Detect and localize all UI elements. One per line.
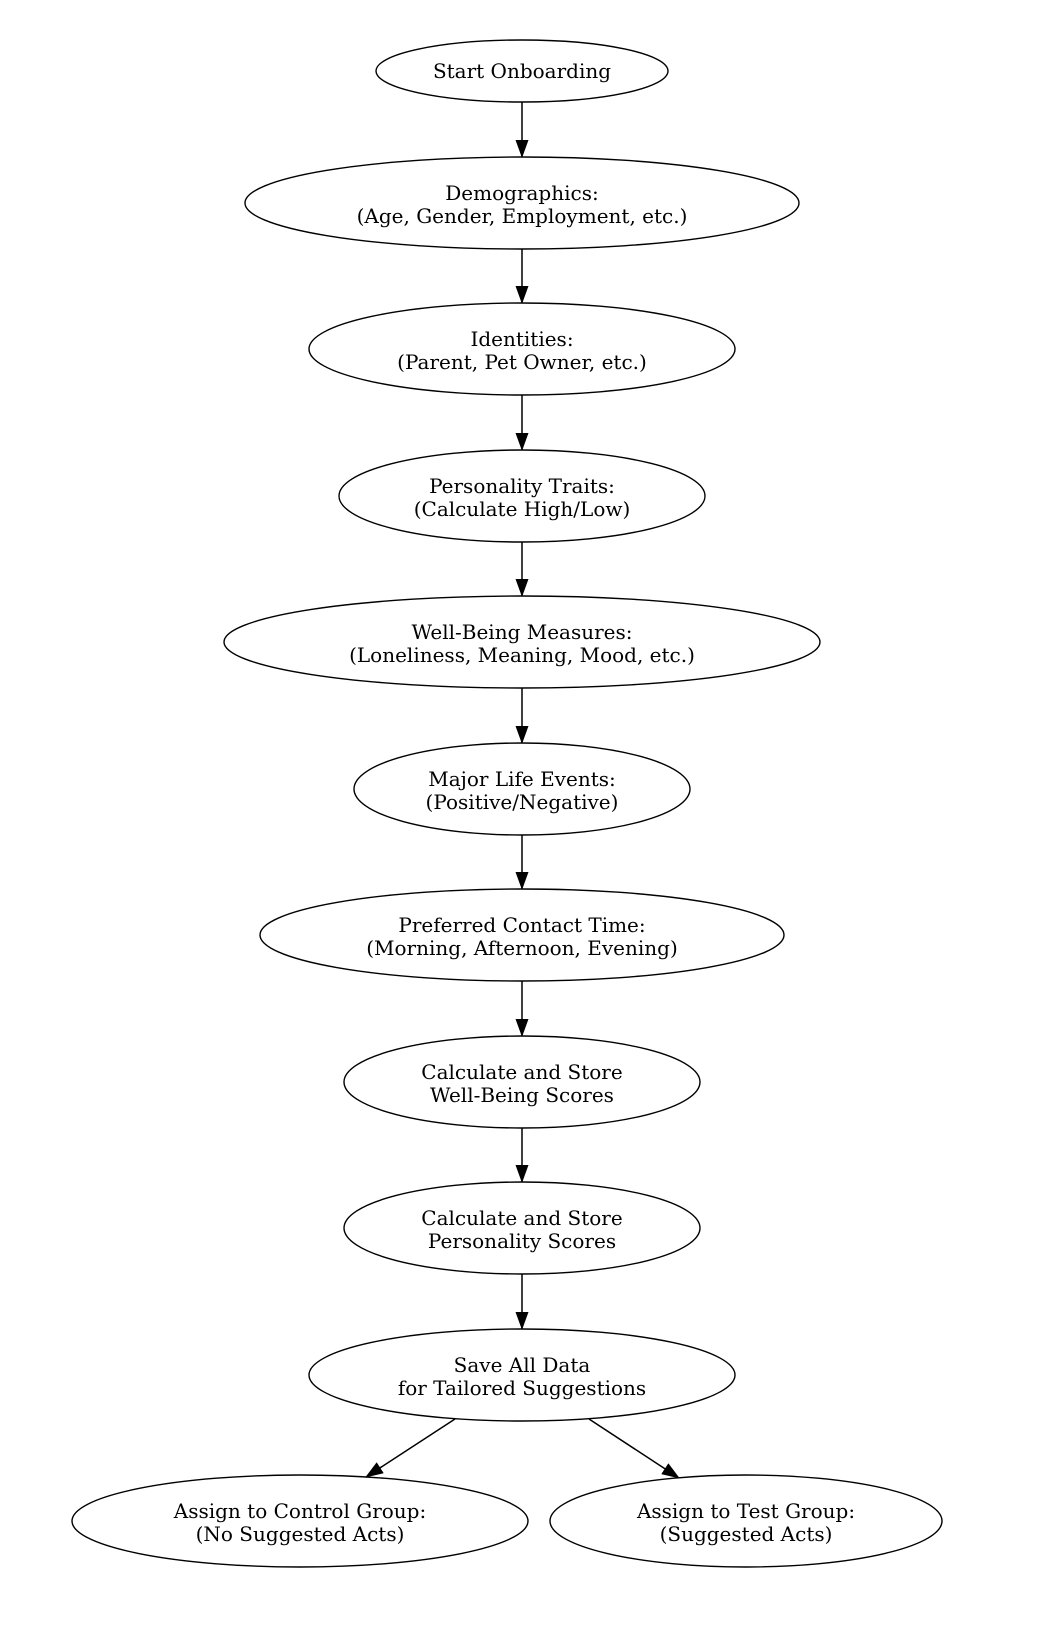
node-identities-label-line2: (Parent, Pet Owner, etc.) bbox=[397, 350, 647, 374]
node-calc-wellbeing-shape bbox=[343, 1035, 701, 1129]
node-start-shape bbox=[375, 39, 669, 103]
node-control-group: Assign to Control Group: (No Suggested A… bbox=[71, 1474, 529, 1568]
node-life-events-label-line1: Major Life Events: bbox=[428, 767, 616, 791]
node-control-group-shape bbox=[71, 1474, 529, 1568]
node-demographics-shape bbox=[244, 156, 800, 250]
node-identities-shape bbox=[308, 302, 736, 396]
node-personality: Personality Traits: (Calculate High/Low) bbox=[338, 449, 706, 543]
node-contact-time-label-line1: Preferred Contact Time: bbox=[398, 913, 645, 937]
node-wellbeing-label-line2: (Loneliness, Meaning, Mood, etc.) bbox=[349, 643, 695, 667]
node-calc-wellbeing-label-line2: Well-Being Scores bbox=[430, 1083, 614, 1107]
node-wellbeing: Well-Being Measures: (Loneliness, Meanin… bbox=[223, 595, 821, 689]
node-wellbeing-label-line1: Well-Being Measures: bbox=[411, 620, 632, 644]
node-personality-label-line2: (Calculate High/Low) bbox=[414, 497, 631, 521]
node-demographics-label-line1: Demographics: bbox=[445, 181, 598, 205]
node-calc-wellbeing: Calculate and Store Well-Being Scores bbox=[343, 1035, 701, 1129]
node-save-data-label-line2: for Tailored Suggestions bbox=[398, 1376, 646, 1400]
node-personality-shape bbox=[338, 449, 706, 543]
edge-save-data-test-group bbox=[588, 1418, 680, 1479]
node-save-data: Save All Data for Tailored Suggestions bbox=[308, 1328, 736, 1422]
node-identities-label-line1: Identities: bbox=[470, 327, 573, 351]
node-control-group-label-line1: Assign to Control Group: bbox=[173, 1499, 426, 1523]
node-demographics: Demographics: (Age, Gender, Employment, … bbox=[244, 156, 800, 250]
edge-save-data-control-group bbox=[365, 1418, 456, 1478]
node-test-group-label-line2: (Suggested Acts) bbox=[660, 1522, 833, 1546]
node-test-group-shape bbox=[549, 1474, 943, 1568]
node-identities: Identities: (Parent, Pet Owner, etc.) bbox=[308, 302, 736, 396]
node-calc-personality-label-line1: Calculate and Store bbox=[421, 1206, 622, 1230]
node-life-events-shape bbox=[353, 742, 691, 836]
node-life-events: Major Life Events: (Positive/Negative) bbox=[353, 742, 691, 836]
node-contact-time-shape bbox=[259, 888, 785, 982]
node-calc-personality-label-line2: Personality Scores bbox=[428, 1229, 616, 1253]
node-start: Start Onboarding bbox=[375, 39, 669, 103]
node-save-data-label-line1: Save All Data bbox=[454, 1353, 591, 1377]
node-test-group-label-line1: Assign to Test Group: bbox=[636, 1499, 855, 1523]
node-contact-time: Preferred Contact Time: (Morning, Aftern… bbox=[259, 888, 785, 982]
node-contact-time-label-line2: (Morning, Afternoon, Evening) bbox=[366, 936, 678, 960]
node-test-group: Assign to Test Group: (Suggested Acts) bbox=[549, 1474, 943, 1568]
node-wellbeing-shape bbox=[223, 595, 821, 689]
node-save-data-shape bbox=[308, 1328, 736, 1422]
node-life-events-label-line2: (Positive/Negative) bbox=[426, 790, 619, 814]
node-start-label: Start Onboarding bbox=[433, 59, 611, 83]
node-calc-personality: Calculate and Store Personality Scores bbox=[343, 1181, 701, 1275]
node-demographics-label-line2: (Age, Gender, Employment, etc.) bbox=[357, 204, 688, 228]
node-personality-label-line1: Personality Traits: bbox=[429, 474, 615, 498]
node-calc-personality-shape bbox=[343, 1181, 701, 1275]
node-calc-wellbeing-label-line1: Calculate and Store bbox=[421, 1060, 622, 1084]
node-control-group-label-line2: (No Suggested Acts) bbox=[196, 1522, 405, 1546]
